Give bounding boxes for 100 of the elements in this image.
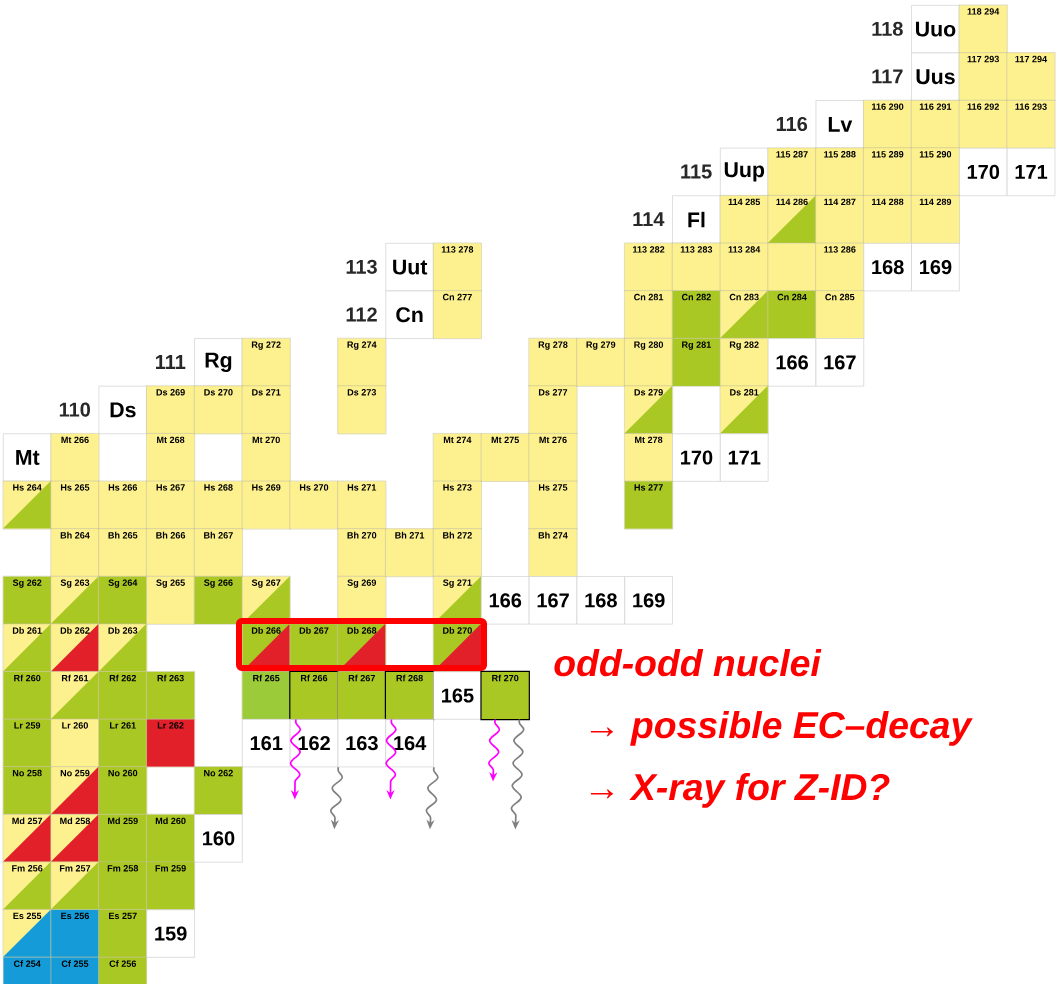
- neutron-number-box: 168: [576, 576, 626, 625]
- nuclide-cell: Mt 268: [146, 433, 195, 482]
- nuclide-cell: Rf 260: [2, 671, 52, 720]
- nuclide-cell: Cn 281: [624, 290, 673, 339]
- proton-number: 116: [776, 116, 808, 132]
- nuclide-cell: Hs 277: [624, 480, 673, 530]
- nuclide-cell: 114 289: [910, 195, 960, 244]
- neutron-number-box: 171: [720, 433, 769, 482]
- nuclide-cell: Sg 266: [193, 575, 243, 625]
- nuclide-cell: No 258: [2, 766, 52, 815]
- nuclide-cell: 116 293: [1006, 99, 1056, 149]
- nuclide-cell: 115 288: [815, 147, 865, 197]
- neutron-number-box: 166: [481, 576, 530, 625]
- nuclide-cell: Sg 263: [50, 575, 100, 625]
- nuclide-cell: 116 290: [863, 99, 912, 149]
- nuclide-cell: Md 257: [2, 813, 52, 863]
- nuclide-cell: 114 288: [863, 195, 912, 244]
- nuclide-cell: Cf 255: [50, 956, 100, 984]
- proton-number: 112: [346, 307, 377, 322]
- nuclide-cell: Hs 270: [289, 480, 339, 530]
- nuclide-cell: Ds 270: [193, 385, 243, 435]
- nuclide-cell: Fm 258: [98, 861, 148, 911]
- nuclide-cell: Lr 262: [146, 718, 195, 768]
- nuclide-cell: Es 255: [2, 909, 52, 958]
- nuclide-cell: Rg 274: [337, 337, 387, 387]
- nuclide-cell: Rf 261: [50, 671, 100, 720]
- nuclide-cell: Cn 284: [767, 290, 817, 339]
- element-symbol-box: Uus: [911, 52, 960, 101]
- nuclide-cell: Cn 282: [671, 290, 721, 339]
- nuclide-cell: Ds 279: [624, 385, 673, 435]
- nuclide-cell: Mt 275: [480, 433, 530, 482]
- nuclide-cell: Bh 264: [50, 528, 100, 577]
- nuclide-cell: Sg 264: [98, 575, 148, 625]
- neutron-number-box: 163: [337, 719, 387, 768]
- nuclide-cell: No 260: [98, 766, 148, 815]
- nuclide-cell: Bh 267: [193, 528, 243, 577]
- nuclide-cell: Md 259: [98, 813, 148, 863]
- proton-number: 115: [681, 164, 712, 179]
- neutron-number-box: 159: [146, 909, 195, 958]
- nuclide-cell: Hs 275: [528, 480, 578, 530]
- nuclide-cell: Rf 263: [146, 671, 195, 720]
- neutron-number-box: 165: [433, 671, 482, 720]
- nuclide-cell: Fm 257: [50, 861, 100, 911]
- nuclide-cell: No 262: [193, 766, 243, 815]
- nuclide-cell: Rg 278: [528, 337, 578, 387]
- nuclide-cell: Lr 260: [50, 718, 100, 768]
- nuclide-cell: Rg 280: [624, 337, 673, 387]
- nuclide-cell: 116 291: [910, 99, 960, 149]
- nuclide-cell: Hs 265: [50, 480, 100, 530]
- nuclide-cell: Rf 265: [241, 671, 291, 720]
- nuclide-cell: 114 285: [719, 195, 769, 244]
- nuclide-cell: Hs 264: [2, 480, 52, 530]
- nuclide-cell: Ds 269: [146, 385, 195, 435]
- element-symbol-box: Fl: [672, 195, 721, 244]
- nuclide-cell: Db 263: [98, 623, 148, 673]
- element-symbol-box: Cn: [385, 290, 434, 339]
- nuclide-cell: Rf 268: [384, 670, 435, 721]
- nuclide-cell: Hs 271: [337, 480, 387, 530]
- nuclide-cell: Ds 281: [719, 385, 769, 435]
- annotation-text: → possible EC–decay: [590, 710, 973, 746]
- neutron-number-box: 170: [959, 147, 1008, 197]
- neutron-number-box: 164: [385, 719, 434, 768]
- element-symbol-box: Uut: [385, 243, 434, 292]
- nuclide-cell: Mt 276: [528, 433, 578, 482]
- nuclide-cell: Bh 270: [337, 528, 387, 577]
- nuclide-cell: Db 261: [2, 623, 52, 673]
- nuclide-cell: [767, 242, 817, 292]
- nuclide-cell: Bh 265: [98, 528, 148, 577]
- nuclide-cell: Lr 261: [98, 718, 148, 768]
- nuclide-cell: Sg 262: [2, 575, 52, 625]
- nuclide-cell: Db 262: [50, 623, 100, 673]
- annotation-text: odd-odd nuclei: [554, 648, 822, 677]
- nuclide-cell: 117 293: [958, 52, 1008, 101]
- nuclide-cell: Mt 270: [241, 433, 291, 482]
- neutron-number-box: 167: [528, 576, 578, 625]
- nuclide-cell: 114 287: [815, 195, 865, 244]
- neutron-number-box: 160: [194, 814, 243, 863]
- nuclide-cell: Rf 262: [98, 671, 148, 720]
- nuclide-cell: 114 286: [767, 195, 817, 244]
- nuclide-cell: Bh 271: [385, 528, 434, 577]
- nuclide-cell: 117 294: [1006, 52, 1056, 101]
- nuclide-cell: Ds 277: [528, 385, 578, 435]
- nuclide-cell: Fm 256: [2, 861, 52, 911]
- proton-number: 114: [633, 212, 665, 227]
- nuclide-cell: Rf 267: [337, 671, 387, 720]
- nuclide-cell: Rf 270: [480, 670, 530, 721]
- nuclide-cell: 118 294: [958, 4, 1008, 54]
- proton-number: 118: [872, 21, 903, 36]
- nuclide-cell: Sg 265: [146, 575, 195, 625]
- neutron-number-box: 169: [911, 243, 960, 292]
- nuclide-cell: Md 260: [146, 813, 195, 863]
- nuclide-cell: 113 284: [719, 242, 769, 292]
- neutron-number-box: 170: [672, 433, 721, 482]
- nuclide-cell: Lr 259: [2, 718, 52, 768]
- nuclide-cell: 113 282: [624, 242, 673, 292]
- proton-number: 110: [59, 402, 90, 417]
- nuclide-cell: Bh 274: [528, 528, 578, 577]
- nuclide-cell: 115 290: [910, 147, 960, 197]
- nuclide-cell: Mt 274: [432, 433, 482, 482]
- element-symbol-box: Ds: [98, 385, 148, 435]
